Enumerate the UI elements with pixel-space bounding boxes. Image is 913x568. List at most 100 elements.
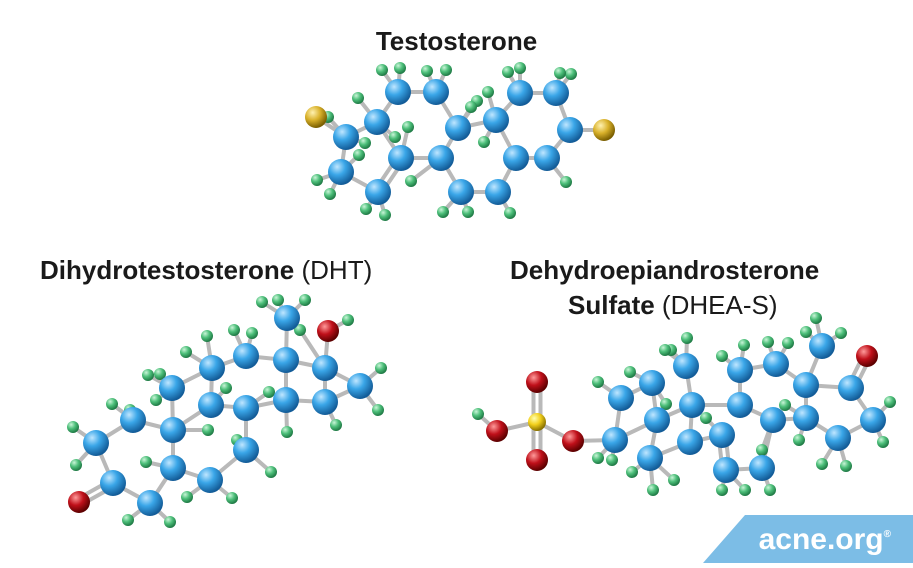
dht-carbon-atom <box>312 389 338 415</box>
testosterone-carbon-atom <box>534 145 560 171</box>
dht-carbon-atom <box>120 407 146 433</box>
dhea-hydrogen-atom <box>782 337 794 349</box>
testosterone-hydrogen-atom <box>502 66 514 78</box>
dhea-hydrogen-atom <box>756 444 768 456</box>
dhea-hydrogen-atom <box>592 376 604 388</box>
dht-carbon-atom <box>197 467 223 493</box>
dhea-carbon-atom <box>602 427 628 453</box>
testosterone-carbon-atom <box>507 80 533 106</box>
testosterone-carbon-atom <box>483 107 509 133</box>
dht-hydrogen-atom <box>67 421 79 433</box>
dhea-hydrogen-atom <box>779 399 791 411</box>
dht-hydrogen-atom <box>256 296 268 308</box>
dhea-hydrogen-atom <box>835 327 847 339</box>
dhea-carbon-atom <box>639 370 665 396</box>
dht-carbon-atom <box>137 490 163 516</box>
dhea-carbon-atom <box>793 372 819 398</box>
testosterone-hydrogen-atom <box>560 176 572 188</box>
testosterone-hydrogen-atom <box>482 86 494 98</box>
dht-hydrogen-atom <box>272 294 284 306</box>
testosterone-hydrogen-atom <box>478 136 490 148</box>
testosterone-carbon-atom <box>543 80 569 106</box>
testosterone-hydrogen-atom <box>554 67 566 79</box>
dht-hydrogen-atom <box>106 398 118 410</box>
dht-hydrogen-atom <box>220 382 232 394</box>
dht-oxygen-atom <box>317 320 339 342</box>
dhea-title-line1: Dehydroepiandrosterone <box>510 255 820 285</box>
dhea-hydrogen-atom <box>624 366 636 378</box>
dht-hydrogen-atom <box>228 324 240 336</box>
testosterone-sulfur-atom <box>593 119 615 141</box>
dht-carbon-atom <box>233 343 259 369</box>
testosterone-hydrogen-atom <box>565 68 577 80</box>
testosterone-hydrogen-atom <box>352 92 364 104</box>
testosterone-carbon-atom <box>385 79 411 105</box>
testosterone-hydrogen-atom <box>402 121 414 133</box>
dht-carbon-atom <box>100 470 126 496</box>
dhea-hydrogen-atom <box>606 454 618 466</box>
dht-carbon-atom <box>160 417 186 443</box>
dht-carbon-atom <box>199 355 225 381</box>
dhea-hydrogen-atom <box>884 396 896 408</box>
testosterone-hydrogen-atom <box>394 62 406 74</box>
atoms-layer <box>67 62 896 528</box>
dhea-carbon-atom <box>749 455 775 481</box>
dhea-oxygen-atom <box>856 345 878 367</box>
dht-carbon-atom <box>233 395 259 421</box>
dhea-hydrogen-atom <box>816 458 828 470</box>
dht-carbon-atom <box>273 347 299 373</box>
dhea-hydrogen-atom <box>877 436 889 448</box>
testosterone-hydrogen-atom <box>324 188 336 200</box>
dht-name: Dihydrotestosterone <box>40 255 295 285</box>
dht-hydrogen-atom <box>150 394 162 406</box>
dhea-carbon-atom <box>727 357 753 383</box>
dhea-hydrogen-atom <box>810 312 822 324</box>
dht-carbon-atom <box>274 305 300 331</box>
dhea-title-line2: Sulfate (DHEA-S) <box>568 290 777 321</box>
dht-abbr: (DHT) <box>301 255 373 285</box>
testosterone-carbon-atom <box>388 145 414 171</box>
dht-carbon-atom <box>312 355 338 381</box>
testosterone-hydrogen-atom <box>405 175 417 187</box>
testosterone-carbon-atom <box>333 124 359 150</box>
dhea-hydrogen-atom <box>762 336 774 348</box>
dhea-carbon-atom <box>713 457 739 483</box>
dhea-carbon-atom <box>608 385 634 411</box>
dhea-carbon-atom <box>809 333 835 359</box>
dhea-hydrogen-atom <box>592 452 604 464</box>
testosterone-hydrogen-atom <box>440 64 452 76</box>
brand-logo: acne.org® <box>758 523 891 556</box>
dht-hydrogen-atom <box>180 346 192 358</box>
bonds-layer <box>71 66 892 524</box>
dhea-hydrogen-atom <box>660 398 672 410</box>
dhea-hydrogen-atom <box>626 466 638 478</box>
dhea-carbon-atom <box>760 407 786 433</box>
testosterone-sulfur-atom <box>305 106 327 128</box>
dht-hydrogen-atom <box>201 330 213 342</box>
testosterone-hydrogen-atom <box>465 101 477 113</box>
testosterone-carbon-atom <box>423 79 449 105</box>
dht-carbon-atom <box>347 373 373 399</box>
brand-badge: acne.org® <box>703 515 913 563</box>
dhea-hydrogen-atom <box>668 474 680 486</box>
dhea-hydrogen-atom <box>764 484 776 496</box>
dht-oxygen-atom <box>68 491 90 513</box>
testosterone-carbon-atom <box>364 109 390 135</box>
dht-hydrogen-atom <box>226 492 238 504</box>
testosterone-carbon-atom <box>445 115 471 141</box>
dht-carbon-atom <box>160 455 186 481</box>
dht-hydrogen-atom <box>142 369 154 381</box>
dhea-oxygen-atom <box>486 420 508 442</box>
dhea-carbon-atom <box>679 392 705 418</box>
testosterone-hydrogen-atom <box>437 206 449 218</box>
brand-badge-shape <box>703 515 913 563</box>
dhea-carbon-atom <box>637 445 663 471</box>
dhea-carbon-atom <box>709 422 735 448</box>
testosterone-carbon-atom <box>448 179 474 205</box>
dht-hydrogen-atom <box>294 324 306 336</box>
testosterone-hydrogen-atom <box>376 64 388 76</box>
testosterone-carbon-atom <box>428 145 454 171</box>
testosterone-carbon-atom <box>503 145 529 171</box>
dhea-oxygen-atom <box>526 371 548 393</box>
